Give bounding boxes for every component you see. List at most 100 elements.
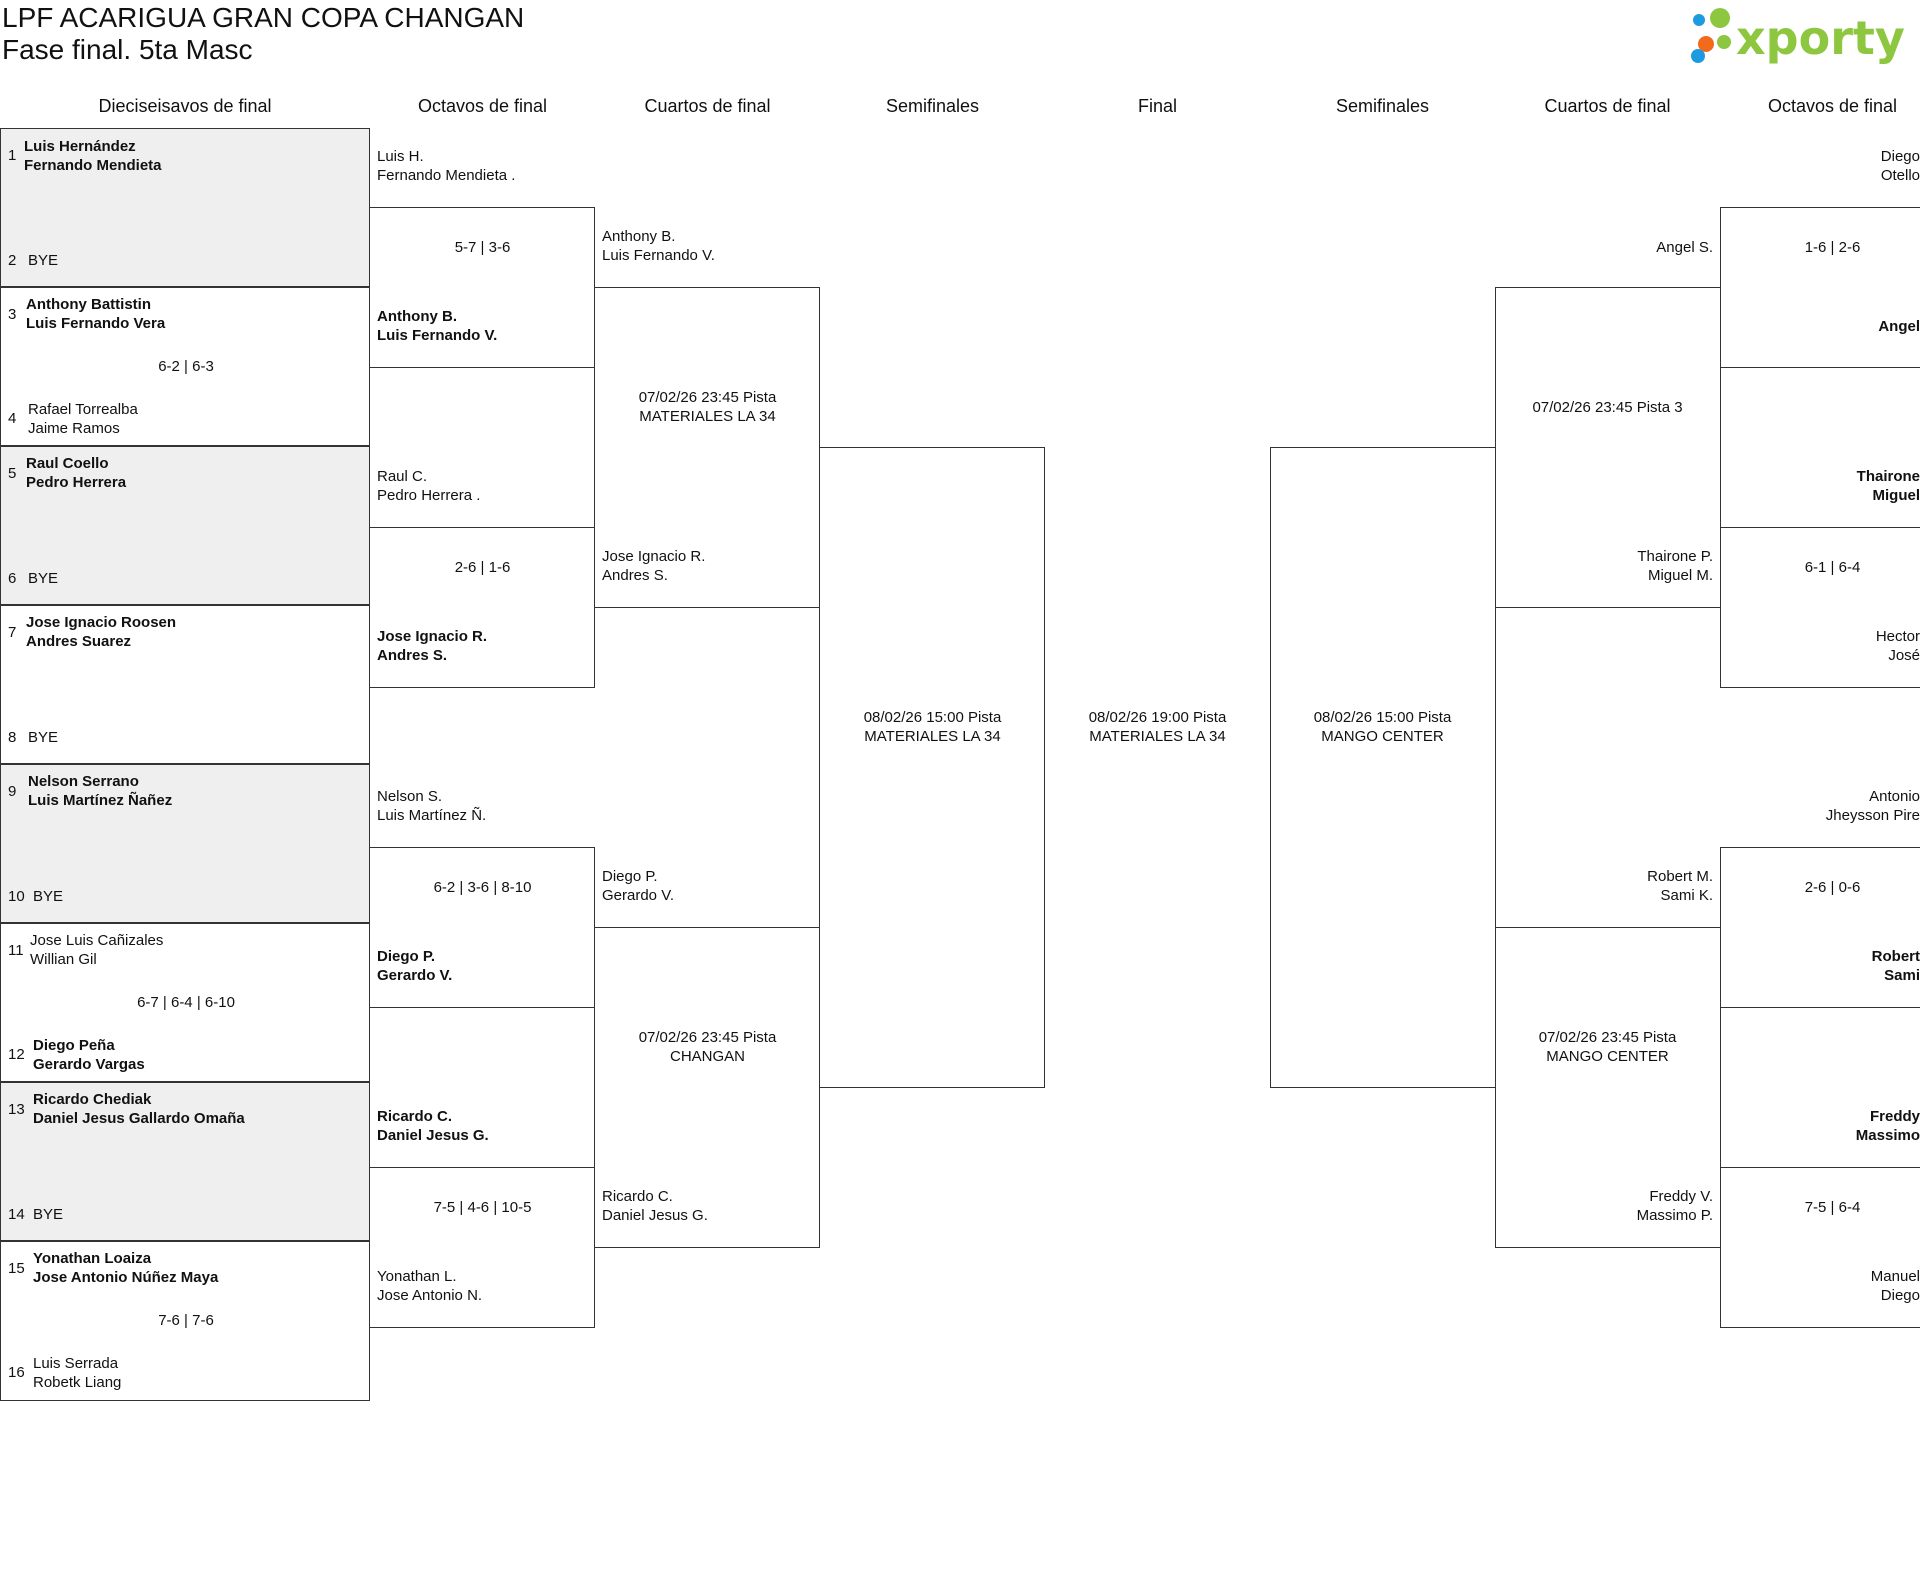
- r16-right-match-box: [1720, 1167, 1920, 1328]
- match-venue: MANGO CENTER: [1321, 728, 1444, 745]
- team-player: BYE: [33, 1206, 64, 1223]
- seed-number: 9: [8, 783, 17, 800]
- seed-number: 2: [8, 252, 17, 269]
- team-player: Willian Gil: [30, 951, 97, 968]
- team-player: Diego Peña: [33, 1037, 115, 1054]
- team-player: Daniel Jesus G.: [377, 1127, 489, 1144]
- seed-number: 6: [8, 570, 17, 587]
- match-score: 7-6 | 7-6: [158, 1312, 214, 1329]
- team-player: Raul C.: [377, 468, 428, 485]
- round-header-sf-right: Semifinales: [1335, 96, 1430, 116]
- team-player: Andres S.: [602, 567, 668, 584]
- team-player: Gerardo V.: [602, 887, 674, 904]
- match-score: 7-5 | 4-6 | 10-5: [433, 1199, 532, 1216]
- team-player: Fernando Mendieta .: [377, 167, 516, 184]
- team-player: Luis Martínez Ñañez: [28, 792, 173, 809]
- team-player: Jose Antonio Núñez Maya: [33, 1269, 219, 1286]
- team-player: BYE: [28, 729, 59, 746]
- team-player: Rafael Torrealba: [28, 401, 138, 418]
- team-player: Antonio: [1869, 788, 1920, 805]
- match-score: 5-7 | 3-6: [454, 239, 511, 256]
- r32-match-8: 15 Yonathan Loaiza Jose Antonio Núñez Ma…: [0, 1241, 370, 1401]
- page-title: LPF ACARIGUA GRAN COPA CHANGAN: [2, 2, 525, 33]
- team-player: Freddy V.: [1649, 1188, 1713, 1205]
- match-score: 6-2 | 6-3: [158, 358, 214, 375]
- final-venue: MATERIALES LA 34: [1089, 728, 1226, 745]
- r16-match-box: [369, 527, 595, 688]
- team-player: Jose Antonio N.: [377, 1287, 483, 1304]
- qf-match-box: [594, 927, 820, 1248]
- logo-text: xporty: [1736, 11, 1905, 65]
- team-player: Ricardo C.: [377, 1108, 453, 1125]
- match-score: 6-7 | 6-4 | 6-10: [137, 994, 235, 1011]
- sf-match-box: [819, 447, 1045, 1088]
- team-player: Pedro Herrera .: [377, 487, 481, 504]
- team-player: Raul Coello: [26, 455, 109, 472]
- seed-number: 5: [8, 465, 17, 482]
- team-player: Diego P.: [602, 868, 658, 885]
- team-player: BYE: [28, 252, 59, 269]
- team-player: Jose Ignacio R.: [377, 628, 488, 645]
- team-player: Manuel: [1870, 1268, 1920, 1285]
- r16-right-match-box: [1720, 847, 1920, 1008]
- team-player: BYE: [28, 570, 59, 587]
- team-player: Luis Fernando V.: [602, 247, 715, 264]
- team-player: Massimo P.: [1636, 1207, 1713, 1224]
- team-player: Angel: [1878, 318, 1920, 335]
- round-header-r32: Dieciseisavos de final: [98, 96, 272, 116]
- team-player: Anthony B.: [602, 228, 676, 245]
- team-player: Daniel Jesus Gallardo Omaña: [33, 1110, 245, 1127]
- match-venue: CHANGAN: [669, 1048, 745, 1065]
- page-subtitle: Fase final. 5ta Masc: [2, 34, 253, 65]
- team-player: Jaime Ramos: [28, 420, 120, 437]
- team-player: Yonathan L.: [377, 1268, 457, 1285]
- team-player: Thairone P.: [1637, 548, 1713, 565]
- logo-dots-icon: xporty: [1691, 8, 1905, 65]
- team-player: Freddy: [1869, 1108, 1920, 1125]
- team-player: Jose Luis Cañizales: [30, 932, 164, 949]
- r16-right-match-box: [1720, 207, 1920, 368]
- seed-number: 11: [8, 942, 24, 959]
- team-player: Yonathan Loaiza: [33, 1250, 152, 1267]
- team-player: Robert: [1871, 948, 1920, 965]
- team-player: Diego: [1880, 1287, 1920, 1304]
- team-player: Miguel: [1872, 487, 1920, 504]
- round-header-qf-right: Cuartos de final: [1544, 96, 1671, 116]
- team-player: Otello: [1880, 167, 1920, 184]
- team-player: Angel S.: [1656, 239, 1713, 256]
- round-header-sf: Semifinales: [885, 96, 980, 116]
- match-score: 1-6 | 2-6: [1804, 239, 1861, 256]
- match-schedule: 08/02/26 15:00 Pista: [1313, 709, 1452, 726]
- match-score: 2-6 | 0-6: [1804, 879, 1861, 896]
- match-score: 2-6 | 1-6: [454, 559, 511, 576]
- team-player: Gerardo V.: [377, 967, 453, 984]
- team-player: José: [1888, 647, 1920, 664]
- team-player: Jose Ignacio R.: [602, 548, 706, 565]
- seed-number: 8: [8, 729, 17, 746]
- team-player: Pedro Herrera: [26, 474, 127, 491]
- seed-number: 15: [8, 1260, 25, 1277]
- match-schedule: 07/02/26 23:45 Pista: [1538, 1029, 1677, 1046]
- seed-number: 13: [8, 1101, 25, 1118]
- team-player: Fernando Mendieta: [24, 157, 162, 174]
- team-player: Luis H.: [377, 148, 424, 165]
- seed-number: 4: [8, 410, 17, 427]
- match-venue: MATERIALES LA 34: [639, 408, 776, 425]
- r32-match-5: 9 Nelson Serrano Luis Martínez Ñañez 10 …: [0, 764, 370, 923]
- r32-match-2: 3 Anthony Battistin Luis Fernando Vera 6…: [0, 287, 370, 446]
- r32-match-6: 11 Jose Luis Cañizales Willian Gil 6-7 |…: [0, 923, 370, 1082]
- seed-number: 3: [8, 306, 17, 323]
- match-schedule: 08/02/26 15:00 Pista: [863, 709, 1002, 726]
- match-score: 7-5 | 6-4: [1804, 1199, 1861, 1216]
- team-player: Robert M.: [1647, 868, 1713, 885]
- team-player: Luis Fernando V.: [377, 327, 498, 344]
- team-player: BYE: [33, 888, 64, 905]
- final-schedule: 08/02/26 19:00 Pista: [1088, 709, 1227, 726]
- team-player: Luis Serrada: [33, 1355, 119, 1372]
- team-player: Anthony Battistin: [26, 296, 151, 313]
- qf-right-match-box: [1495, 927, 1721, 1248]
- team-player: Luis Fernando Vera: [26, 315, 166, 332]
- r32-match-3: 5 Raul Coello Pedro Herrera 6 BYE: [0, 446, 370, 605]
- seed-number: 12: [8, 1046, 25, 1063]
- round-header-r16: Octavos de final: [417, 96, 548, 116]
